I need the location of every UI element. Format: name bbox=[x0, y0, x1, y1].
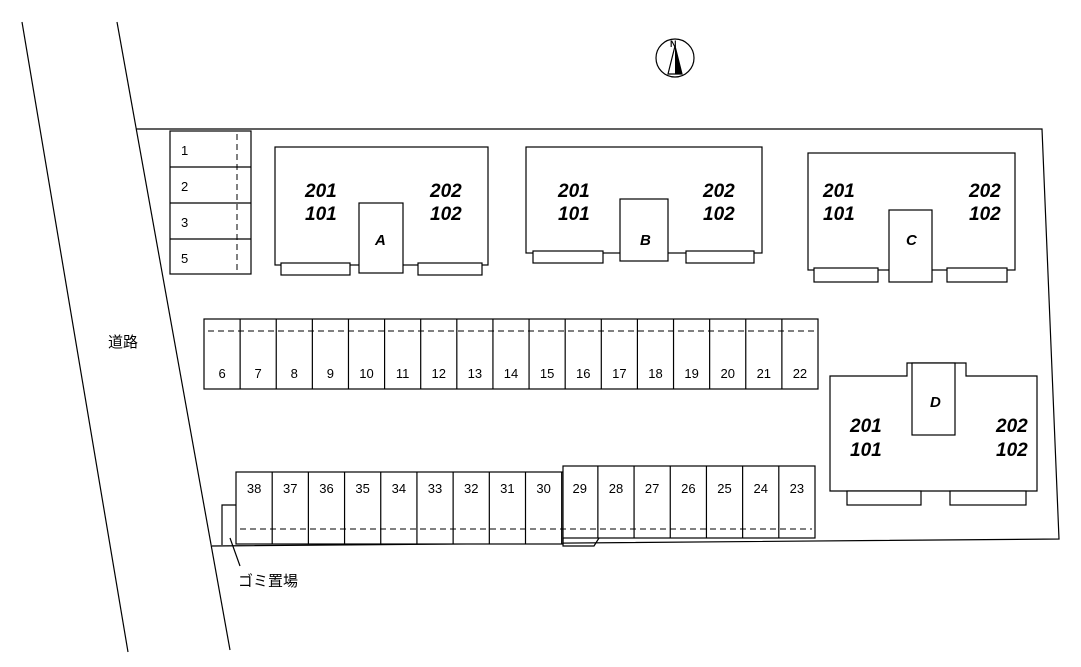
parking-left-group: 1 2 3 5 bbox=[169, 130, 252, 275]
parking-middle-group: 6 7 8 9 10 11 12 13 14 15 16 17 18 19 20 21 22 bbox=[203, 318, 819, 390]
parking-space-label: 26 bbox=[681, 481, 695, 496]
building-b: B 201 101 202 102 bbox=[525, 146, 763, 264]
parking-space-label: 23 bbox=[790, 481, 804, 496]
building-label: C bbox=[906, 232, 918, 249]
building-d: D 201 101 202 102 bbox=[829, 362, 1038, 506]
unit-number: 101 bbox=[823, 204, 855, 225]
unit-number: 202 bbox=[995, 416, 1028, 437]
compass-letter: N bbox=[670, 39, 677, 49]
building-label: B bbox=[640, 232, 651, 249]
parking-space-label: 7 bbox=[255, 366, 262, 381]
unit-number: 202 bbox=[968, 181, 1001, 202]
parking-space-label: 8 bbox=[291, 366, 298, 381]
road-edge-left bbox=[21, 21, 129, 653]
parking-space-label: 16 bbox=[576, 366, 590, 381]
parking-space-label: 33 bbox=[428, 481, 442, 496]
parking-space-label: 13 bbox=[468, 366, 482, 381]
unit-number: 101 bbox=[850, 440, 882, 461]
parking-space-label: 9 bbox=[327, 366, 334, 381]
unit-number: 202 bbox=[702, 181, 735, 202]
parking-space-label: 29 bbox=[573, 481, 587, 496]
unit-number: 101 bbox=[305, 204, 337, 225]
building-label: A bbox=[374, 232, 386, 249]
parking-space-label: 12 bbox=[432, 366, 446, 381]
parking-space-label: 31 bbox=[500, 481, 514, 496]
parking-space-label: 19 bbox=[684, 366, 698, 381]
parking-space-label: 34 bbox=[392, 481, 406, 496]
parking-space-label: 6 bbox=[218, 366, 225, 381]
north-arrow-icon: N bbox=[655, 38, 695, 78]
parking-space-label: 37 bbox=[283, 481, 297, 496]
parking-space-label: 27 bbox=[645, 481, 659, 496]
parking-space-label: 38 bbox=[247, 481, 261, 496]
garbage-label: ゴミ置場 bbox=[238, 572, 298, 590]
road-label: 道路 bbox=[108, 333, 138, 351]
property-boundary bbox=[136, 128, 1060, 547]
unit-number: 101 bbox=[558, 204, 590, 225]
parking-space-label: 30 bbox=[536, 481, 550, 496]
parking-space-label: 18 bbox=[648, 366, 662, 381]
parking-space-label: 15 bbox=[540, 366, 554, 381]
unit-number: 201 bbox=[557, 181, 590, 202]
parking-space-label: 32 bbox=[464, 481, 478, 496]
parking-bottom-group: 38 37 36 35 34 33 32 31 30 29 28 27 26 25 24 23 bbox=[235, 465, 816, 547]
parking-space-label: 2 bbox=[181, 179, 188, 194]
parking-space-label: 14 bbox=[504, 366, 518, 381]
parking-space-label: 21 bbox=[757, 366, 771, 381]
unit-number: 102 bbox=[996, 440, 1028, 461]
parking-space-label: 25 bbox=[717, 481, 731, 496]
road-edge-right bbox=[116, 21, 231, 651]
parking-space-label: 3 bbox=[181, 215, 188, 230]
parking-space-label: 28 bbox=[609, 481, 623, 496]
garbage-area: ゴミ置場 bbox=[221, 504, 298, 590]
parking-space-label: 17 bbox=[612, 366, 626, 381]
parking-space-label: 36 bbox=[319, 481, 333, 496]
unit-number: 102 bbox=[430, 204, 462, 225]
unit-number: 102 bbox=[969, 204, 1001, 225]
building-a: A 201 101 202 102 bbox=[274, 146, 489, 276]
parking-space-label: 10 bbox=[359, 366, 373, 381]
unit-number: 201 bbox=[304, 181, 337, 202]
unit-number: 202 bbox=[429, 181, 462, 202]
building-label: D bbox=[930, 394, 941, 411]
building-c: C 201 101 202 102 bbox=[807, 152, 1016, 283]
parking-space-label: 5 bbox=[181, 251, 188, 266]
parking-space-label: 20 bbox=[720, 366, 734, 381]
unit-number: 201 bbox=[849, 416, 882, 437]
unit-number: 201 bbox=[822, 181, 855, 202]
parking-space-label: 22 bbox=[793, 366, 807, 381]
parking-space-label: 24 bbox=[753, 481, 767, 496]
parking-space-label: 11 bbox=[396, 366, 410, 381]
unit-number: 102 bbox=[703, 204, 735, 225]
parking-space-label: 1 bbox=[181, 143, 188, 158]
parking-space-label: 35 bbox=[355, 481, 369, 496]
